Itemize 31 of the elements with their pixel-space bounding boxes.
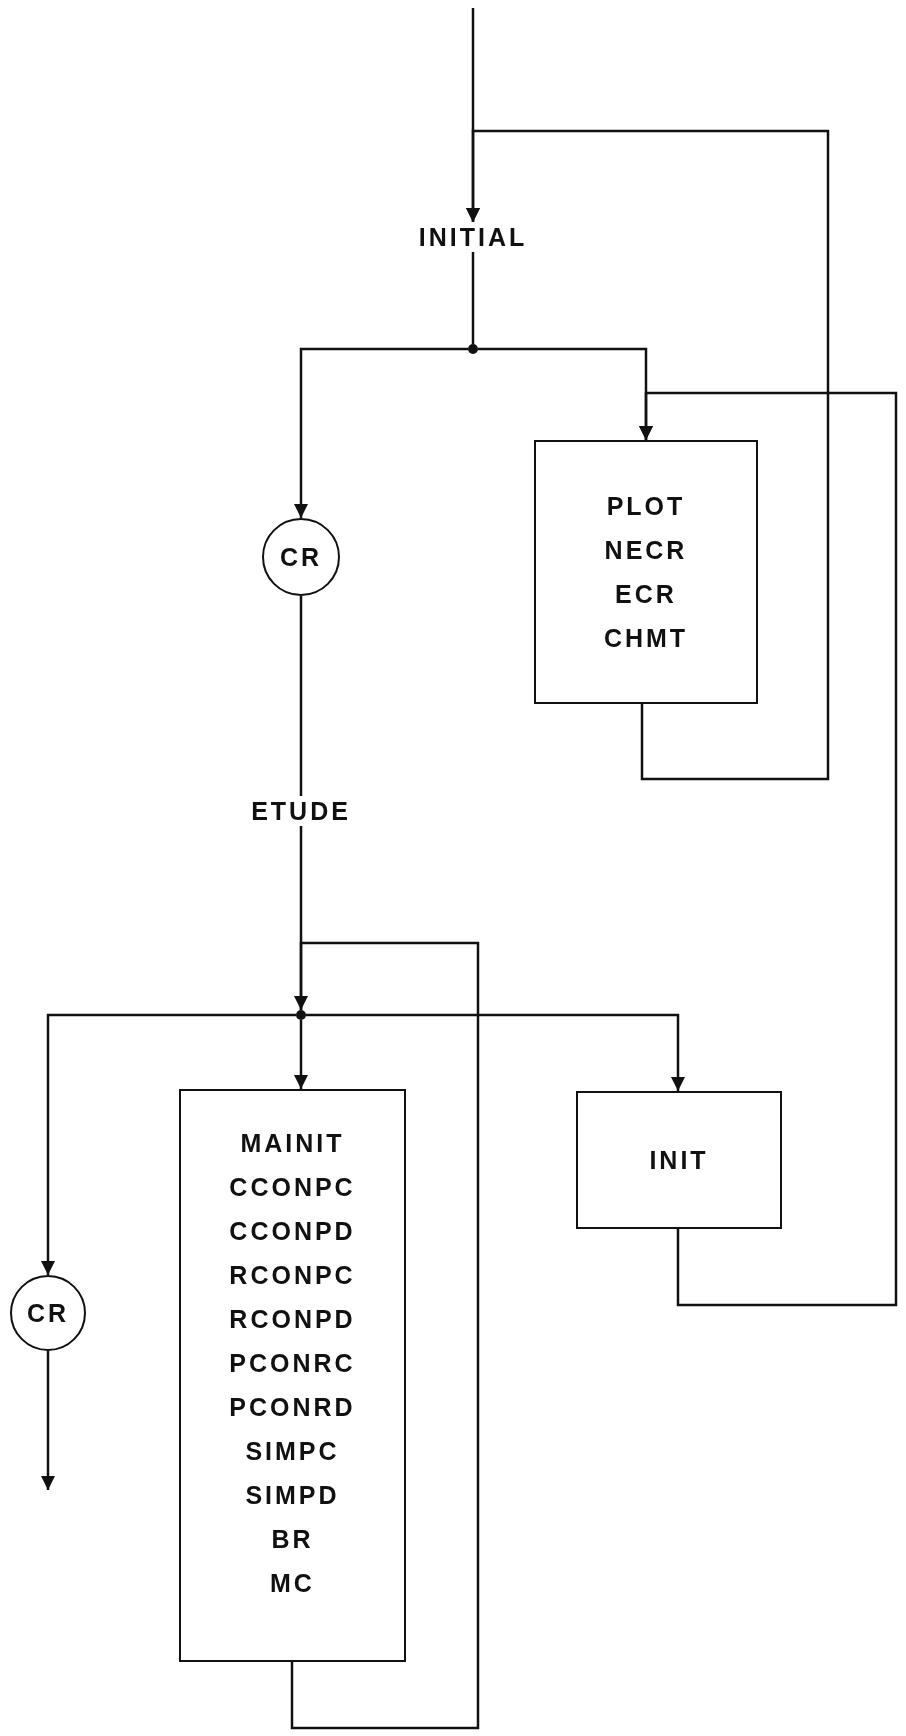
flow-arrow xyxy=(41,1013,296,1275)
flow-arrow xyxy=(639,391,898,1307)
routine-name: NECR xyxy=(604,535,688,566)
junction-dot xyxy=(468,344,478,354)
junction-dot xyxy=(296,1010,306,1020)
routine-name: PCONRD xyxy=(229,1392,356,1423)
routine-name: INIT xyxy=(649,1145,709,1176)
routine-name: PLOT xyxy=(606,491,686,522)
flow-arrow xyxy=(41,1351,55,1490)
routine-name: PCONRC xyxy=(229,1348,356,1379)
routine-name: SIMPD xyxy=(245,1480,340,1511)
process-box xyxy=(576,1091,782,1229)
flow-arrow xyxy=(290,941,480,1730)
flow-arrow xyxy=(306,1013,685,1091)
routine-name: CHMT xyxy=(603,623,689,654)
routine-name: SIMPC xyxy=(245,1436,340,1467)
flow-arrow xyxy=(294,347,468,518)
routine-name: RCONPD xyxy=(229,1304,356,1335)
routine-name: MAINIT xyxy=(240,1128,345,1159)
flow-arrow xyxy=(294,1020,308,1089)
routine-name: RCONPC xyxy=(229,1260,356,1291)
flow-arrow xyxy=(466,129,830,781)
routine-name: BR xyxy=(271,1524,314,1555)
routine-name: ECR xyxy=(615,579,677,610)
routine-name: MC xyxy=(270,1568,315,1599)
circle-label: CR xyxy=(26,1298,70,1329)
circle-label: CR xyxy=(279,542,323,573)
process-box xyxy=(179,1089,406,1662)
routine-name: CCONPC xyxy=(229,1172,356,1203)
process-box xyxy=(534,440,758,704)
routine-name: CCONPD xyxy=(229,1216,356,1247)
